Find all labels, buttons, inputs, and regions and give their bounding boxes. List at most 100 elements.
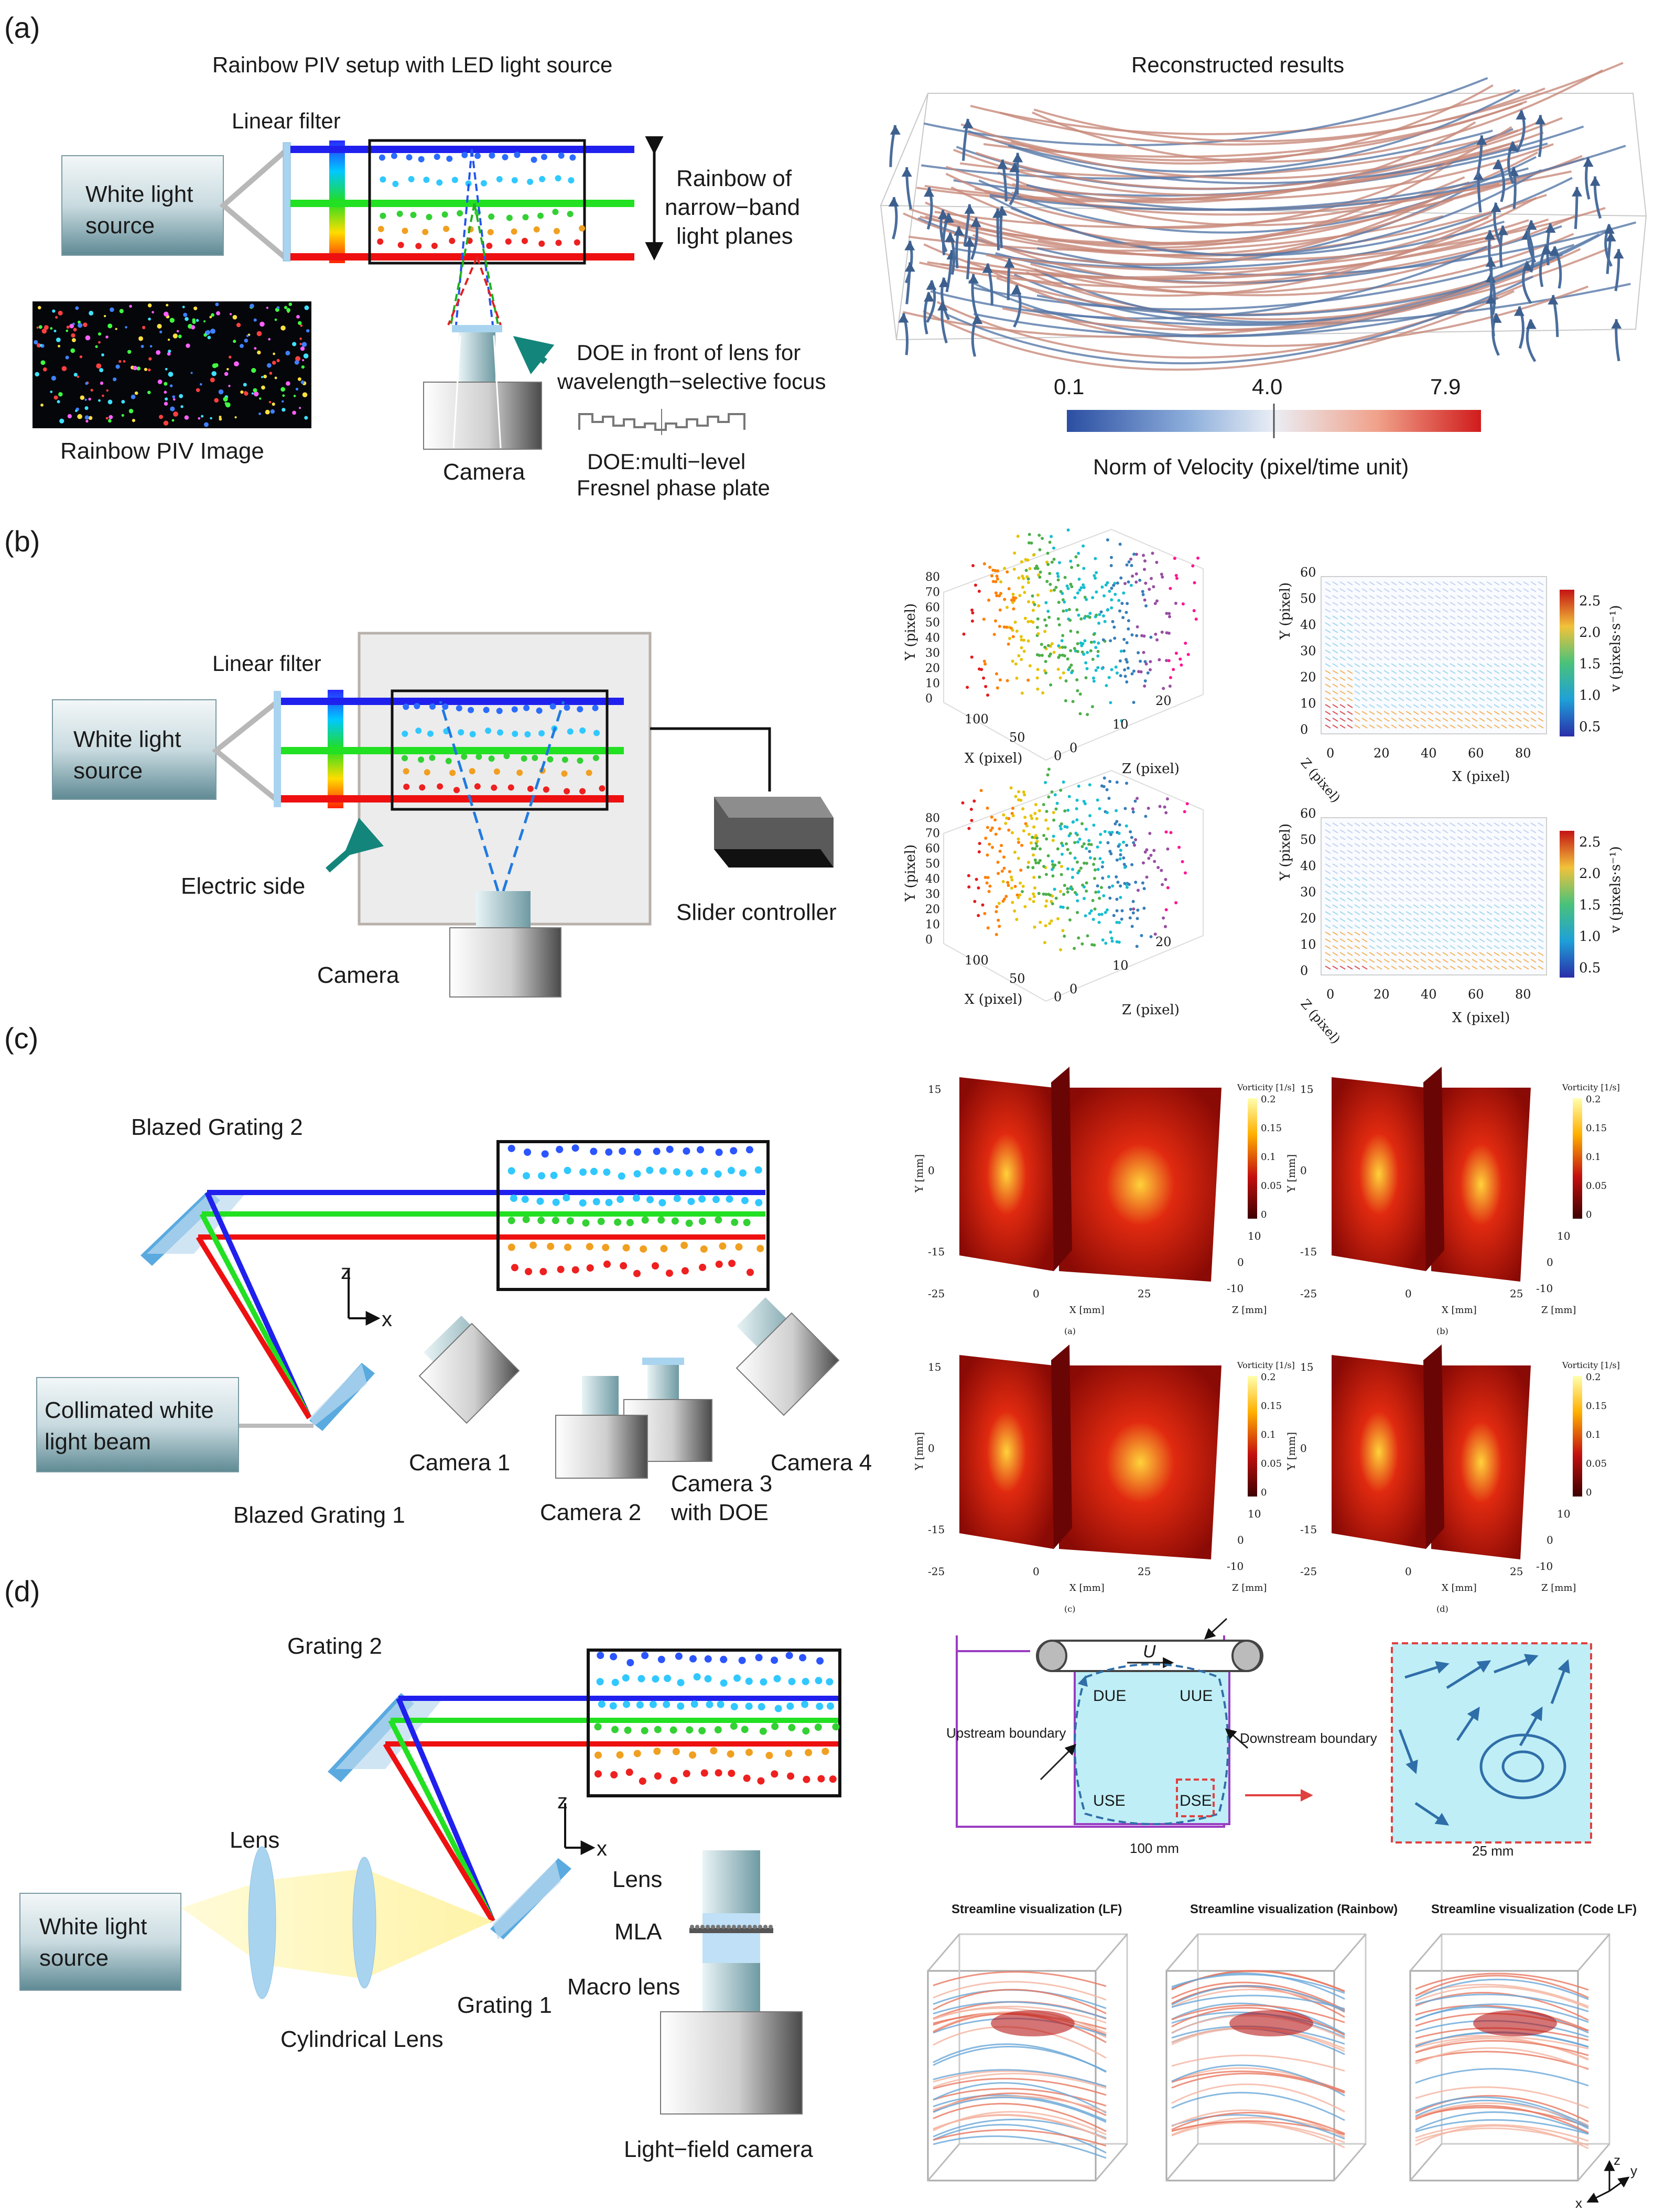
b-vector <box>1420 663 1426 667</box>
particle <box>626 1219 634 1227</box>
b-vector <box>1383 829 1390 833</box>
particle <box>403 768 409 775</box>
b-scatter-point <box>1026 678 1030 682</box>
b-scatter-point <box>1054 807 1058 811</box>
b-vector <box>1450 636 1456 640</box>
b-scatter-point <box>1109 639 1112 643</box>
b-scatter-point <box>1094 557 1097 560</box>
b-vector <box>1332 945 1338 949</box>
b-scatter-ytick: 20 <box>925 662 940 675</box>
particle <box>507 1217 515 1224</box>
b-vector <box>1369 904 1375 908</box>
b-vector <box>1428 684 1434 688</box>
b-vector <box>1516 904 1522 908</box>
b-scatter-point <box>1043 618 1047 622</box>
piv-dot <box>85 335 91 341</box>
d-streamline <box>1415 1975 1589 1999</box>
piv-dot <box>61 366 67 371</box>
b-vector <box>1376 581 1382 585</box>
piv-dot <box>224 402 228 405</box>
b-scatter-point <box>1103 620 1107 623</box>
b-vector <box>1450 863 1456 868</box>
a-focus-cones <box>447 149 502 326</box>
d-mla <box>689 1928 773 1933</box>
b-scatter-point <box>1076 642 1079 645</box>
b-vector <box>1523 918 1529 922</box>
b-scatter-point <box>1140 934 1143 937</box>
d-streamline-cubes <box>927 1933 1610 2182</box>
b-scatter-point <box>1166 886 1170 890</box>
b-vector <box>1383 656 1390 660</box>
b-vector <box>1325 822 1331 827</box>
b-scatter-xtick: 0 <box>1054 749 1062 763</box>
piv-dot <box>261 376 264 378</box>
b-vector <box>1347 829 1353 833</box>
b-vector <box>1435 684 1441 688</box>
b-scatter-point <box>1100 585 1104 589</box>
particle <box>636 1701 644 1709</box>
particle <box>397 242 404 248</box>
particle <box>577 706 583 713</box>
particle <box>673 1195 681 1202</box>
b-vector <box>1325 904 1331 908</box>
piv-dot <box>169 384 173 387</box>
mla-lenslet <box>763 1925 767 1929</box>
b-scatter-point <box>1074 831 1078 835</box>
b-vector <box>1332 843 1338 847</box>
b-scatter-point <box>1061 852 1064 856</box>
d-green-diag <box>388 1719 495 1923</box>
piv-dot <box>251 392 254 395</box>
c-cbar-tick: 0 <box>1261 1487 1267 1498</box>
particle <box>564 704 570 711</box>
b-scatter-point <box>1097 621 1101 625</box>
b-scatter-point <box>1036 617 1040 621</box>
b-vector <box>1472 595 1478 599</box>
b-vector <box>1442 595 1448 599</box>
b-vector <box>1420 615 1426 620</box>
b-scatter-point <box>1010 886 1013 890</box>
b-vector <box>1508 704 1515 708</box>
b-vector <box>1339 938 1346 942</box>
b-vector <box>1435 877 1441 881</box>
b-vector <box>1339 856 1346 861</box>
streamline-arrowhead <box>982 263 993 273</box>
particle <box>788 1723 796 1731</box>
b-vector <box>1405 966 1412 970</box>
b-scatter-point <box>1071 868 1074 871</box>
b-vector <box>1538 724 1544 729</box>
b-vector <box>1494 945 1500 949</box>
streamline-arrowhead <box>1541 245 1552 255</box>
particle <box>564 1243 572 1251</box>
b-scatter-ytick: 70 <box>925 586 940 599</box>
b-vector <box>1339 711 1346 715</box>
b-vector <box>1361 829 1368 833</box>
b-scatter-point <box>998 925 1001 928</box>
b-vector <box>1457 891 1463 895</box>
particle <box>536 1197 544 1205</box>
b-scatter-point <box>1006 570 1009 574</box>
piv-dot <box>297 377 301 381</box>
b-vector <box>1486 690 1493 695</box>
c-particles <box>507 1144 764 1277</box>
d-streamline <box>1171 2002 1345 2035</box>
b-vector <box>1494 863 1500 868</box>
c-colorbar <box>1573 1098 1582 1219</box>
b-vector <box>1508 711 1515 715</box>
streamline-arrowhead <box>904 241 915 251</box>
b-vector <box>1420 850 1426 854</box>
b-scatter-point <box>1036 687 1040 691</box>
b-vector <box>1508 938 1515 942</box>
b-scatter-point <box>1105 908 1109 912</box>
b-vector <box>1339 615 1346 620</box>
c-cbar-tick: 0.05 <box>1261 1180 1282 1191</box>
b-vector <box>1398 904 1404 908</box>
b-vector <box>1538 836 1544 840</box>
b-vector <box>1494 629 1500 633</box>
b-scatter-point <box>1098 841 1102 844</box>
b-vector <box>1325 877 1331 881</box>
b-slider-label: Slider controller <box>676 899 837 925</box>
piv-dot <box>100 381 104 385</box>
b-scatter-point <box>1026 639 1030 643</box>
b-scatter-point <box>1000 844 1003 848</box>
b-vector <box>1479 863 1485 868</box>
